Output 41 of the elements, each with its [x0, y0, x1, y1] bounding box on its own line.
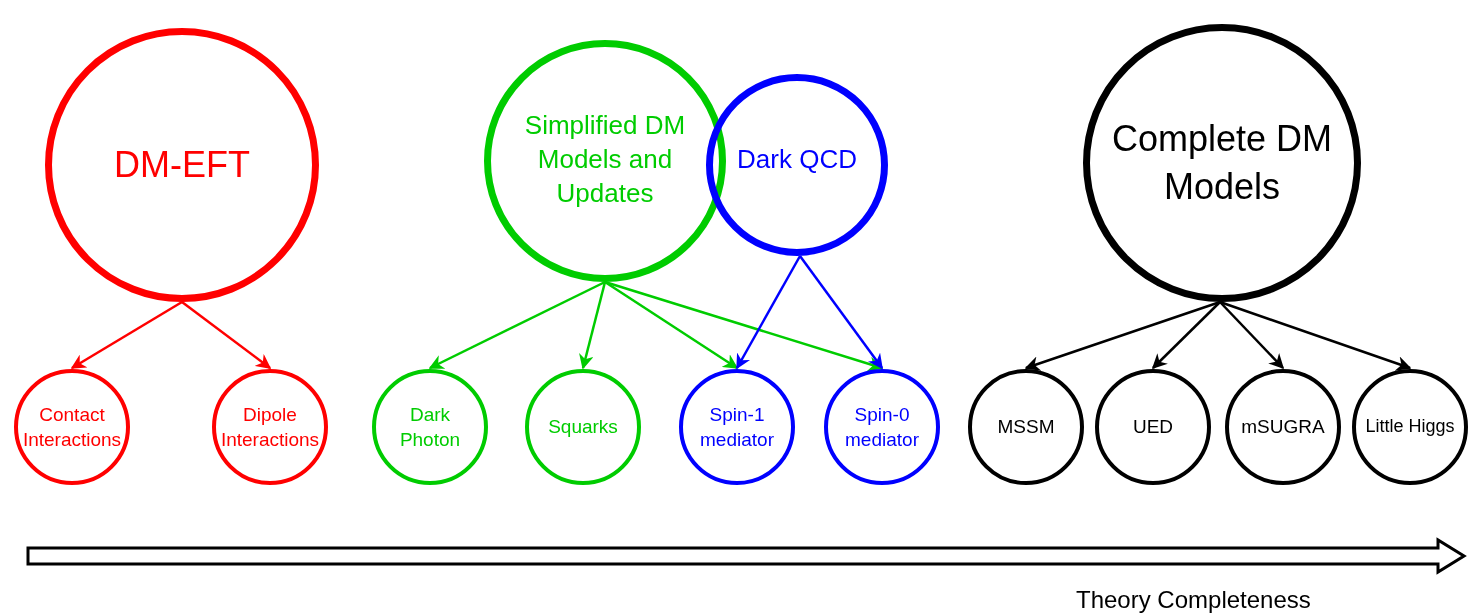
- arrow: [1219, 300, 1412, 371]
- circle-node: [525, 369, 641, 485]
- arrow: [428, 280, 606, 370]
- circle-node: [679, 369, 795, 485]
- arrow: [1024, 300, 1221, 371]
- circle-node: [1225, 369, 1341, 485]
- circle-node: [824, 369, 940, 485]
- node-label: mSUGRA: [1241, 415, 1325, 440]
- node-label: Dark QCD: [737, 142, 857, 176]
- arrow: [604, 280, 739, 370]
- axis-label: Theory Completeness: [1076, 586, 1311, 614]
- arrow: [799, 255, 883, 370]
- circle-node: [1095, 369, 1211, 485]
- circle-node: [968, 369, 1084, 485]
- circle-node: [14, 369, 130, 485]
- node-label: Little Higgs: [1365, 415, 1455, 439]
- circle-node: [212, 369, 328, 485]
- circle-node: [1083, 24, 1361, 302]
- node-label: Spin-0 mediator: [844, 402, 920, 452]
- node-label: Dark Photon: [398, 402, 462, 452]
- circle-node: [1352, 369, 1468, 485]
- circle-node: [706, 74, 888, 256]
- arrow: [604, 280, 884, 372]
- node-label: Spin-1 mediator: [699, 402, 775, 452]
- node-label: Complete DM Models: [1110, 117, 1334, 209]
- node-label: UED: [1132, 415, 1174, 440]
- arrow: [1151, 301, 1221, 370]
- circle-node: [372, 369, 488, 485]
- node-label: Simplified DM Models and Updates: [523, 108, 687, 211]
- arrow: [70, 300, 183, 370]
- node-label: Squarks: [548, 415, 618, 440]
- node-label: Contact Interactions: [22, 402, 122, 452]
- arrow: [579, 281, 607, 370]
- arrow: [735, 255, 802, 370]
- arrow: [181, 301, 272, 369]
- circle-node: [484, 40, 726, 282]
- node-label: MSSM: [997, 415, 1055, 440]
- arrow: [1219, 301, 1285, 370]
- circle-node: [45, 28, 319, 302]
- node-label: DM-EFT: [114, 143, 250, 188]
- node-label: Dipole Interactions: [220, 402, 320, 452]
